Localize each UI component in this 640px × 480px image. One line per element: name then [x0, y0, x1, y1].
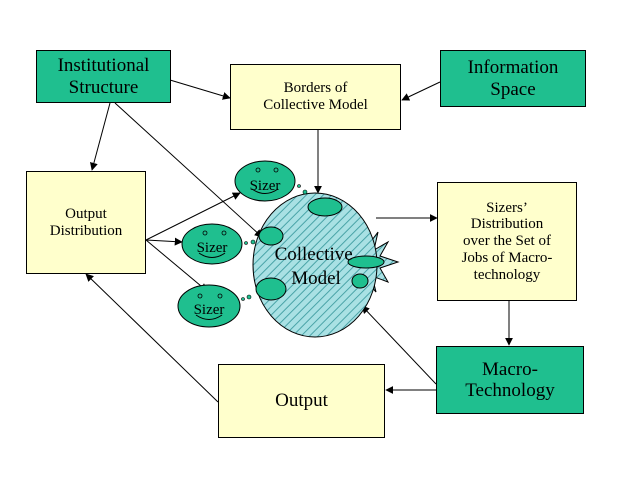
connectors	[85, 79, 513, 403]
output-box: Output	[218, 364, 385, 438]
thought-dot	[297, 184, 301, 188]
thought-dot	[302, 189, 308, 195]
sizer-middle-eye-left	[202, 230, 208, 236]
sizer-middle-label: Sizer	[197, 240, 228, 256]
model-bump-top	[307, 197, 343, 217]
sizer-top-smile	[251, 188, 279, 194]
thought-dot	[250, 239, 256, 245]
sizer-top-eye-right	[273, 167, 279, 173]
arrow-institutional-to-output-distribution	[90, 102, 111, 171]
sizer-top: Sizer	[234, 160, 308, 202]
sizer-middle-body	[181, 223, 243, 265]
sizer-bottom: Sizer	[177, 284, 252, 328]
arrow-output-to-output-distribution	[85, 273, 219, 403]
arrow-output-distribution-to-sizer-middle	[145, 237, 183, 246]
sizer-bottom-eye-left	[197, 293, 203, 299]
arrow-information-to-borders	[401, 81, 441, 101]
sizer-bottom-smile	[195, 314, 223, 320]
thought-dot	[241, 297, 245, 301]
information-space-box: Information Space	[440, 50, 586, 107]
arrow-output-distribution-to-sizer-top	[145, 192, 241, 241]
sizer-middle: Sizer	[181, 223, 256, 265]
institutional-structure-box: Institutional Structure	[36, 50, 171, 103]
sizer-top-body	[234, 160, 296, 202]
sizer-middle-eye-right	[221, 230, 227, 236]
sizer-bottom-body	[177, 284, 241, 328]
collective-model-label: Collective Model	[275, 244, 358, 289]
sizers-distribution-box: Sizers’ Distribution over the Set of Job…	[437, 182, 577, 301]
model-bump-right	[347, 255, 385, 269]
sizer-top-label: Sizer	[250, 178, 281, 194]
model-bump-lower-left	[255, 277, 287, 301]
model-bump-left	[258, 226, 284, 246]
collective-model: Collective Model	[252, 192, 400, 338]
output-distribution-box: Output Distribution	[26, 171, 146, 274]
model-bump-lower-right	[351, 273, 369, 289]
macro-technology-box: Macro- Technology	[436, 346, 584, 414]
borders-of-collective-model-box: Borders of Collective Model	[230, 64, 401, 130]
line-institutional-to-model	[114, 102, 263, 238]
arrow-institutional-to-borders	[169, 79, 231, 100]
sizer-top-eye-left	[255, 167, 261, 173]
sizer-bottom-label: Sizer	[194, 302, 225, 318]
thought-dot	[246, 294, 252, 300]
sizer-bottom-eye-right	[217, 293, 223, 299]
arrow-output-distribution-to-sizer-bottom	[145, 239, 208, 292]
sizer-middle-smile	[198, 252, 226, 258]
arrow-macro-to-model	[361, 305, 437, 385]
thought-dot	[244, 241, 248, 245]
